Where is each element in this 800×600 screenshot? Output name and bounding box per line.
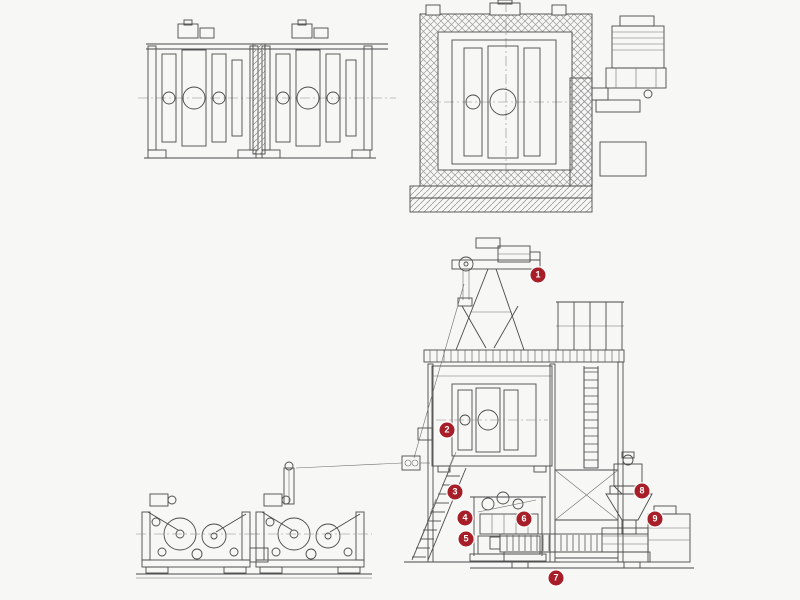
oven-drive-unit [591,15,667,113]
hotspot-marker-8[interactable]: 8 [634,483,650,499]
tower-machine-box [417,365,553,473]
hotspot-marker-5[interactable]: 5 [458,531,474,547]
winder-units [135,493,373,579]
tower-hoist [451,237,541,351]
film-path [283,283,465,505]
extruder [470,451,694,569]
hotspot-marker-7[interactable]: 7 [548,570,564,586]
hotspot-marker-4[interactable]: 4 [457,510,473,526]
hotspot-marker-2[interactable]: 2 [439,422,455,438]
hotspot-marker-1[interactable]: 1 [530,267,546,283]
elevation-view-production-line [135,237,694,579]
hotspot-marker-6[interactable]: 6 [516,511,532,527]
section-view-oven-chamber [409,0,667,213]
plan-view-roller-units [138,19,396,159]
tower-stairs [411,451,467,561]
tower-structure [404,301,625,563]
hotspot-marker-9[interactable]: 9 [647,511,663,527]
hotspot-marker-3[interactable]: 3 [447,484,463,500]
